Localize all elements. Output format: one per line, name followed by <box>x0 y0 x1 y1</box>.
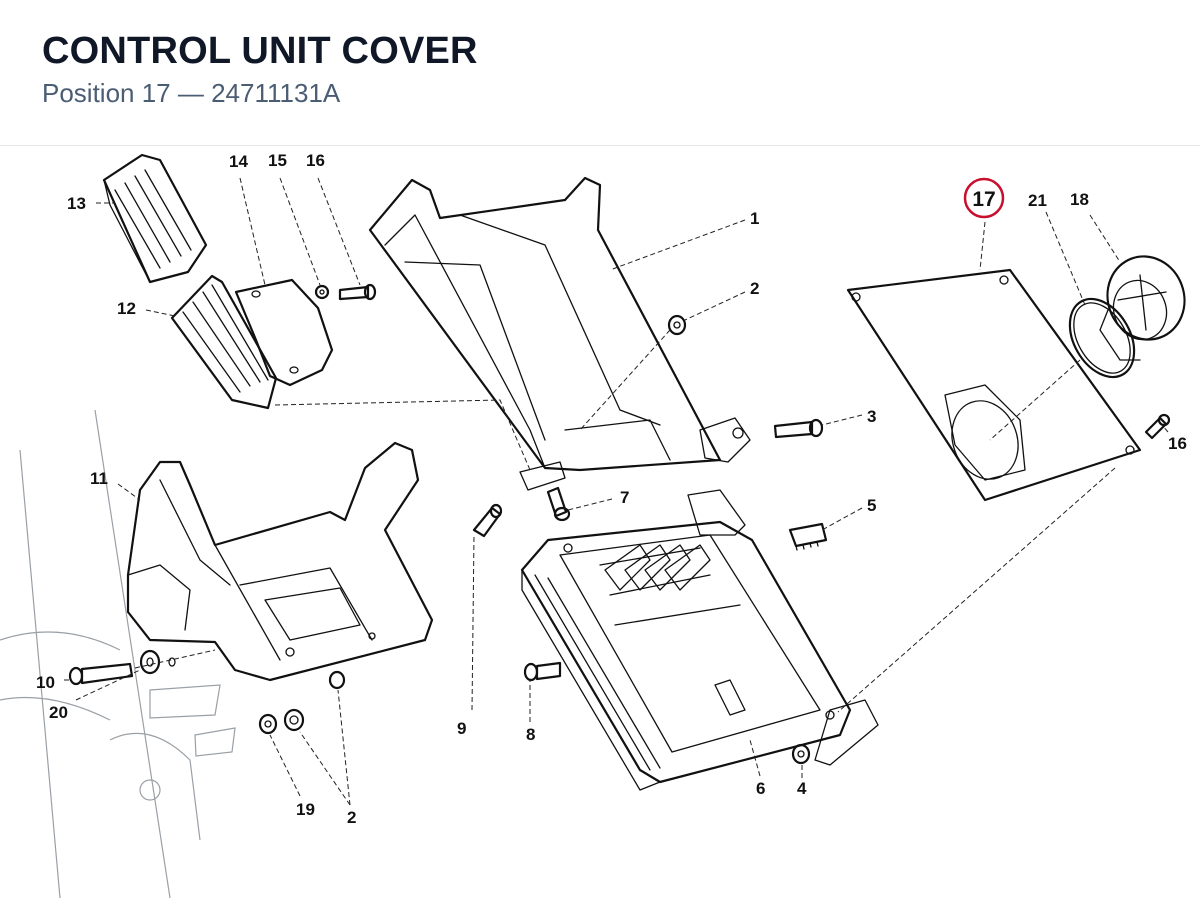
page-title: CONTROL UNIT COVER <box>42 30 478 72</box>
leader-lines <box>64 177 1169 806</box>
callout-9: 9 <box>457 719 466 738</box>
part-11-lower-bracket[interactable] <box>126 441 434 682</box>
part-18-cap[interactable] <box>1096 246 1196 361</box>
background-outline <box>0 409 236 898</box>
part-2-nut-bottom[interactable] <box>283 670 346 732</box>
part-2-nut-top[interactable] <box>667 314 687 336</box>
part-5-chip[interactable] <box>788 522 828 551</box>
part-12-finned-cover[interactable] <box>170 274 278 410</box>
part-19-washer[interactable] <box>258 713 278 735</box>
callout-2-top: 2 <box>750 279 759 298</box>
callout-12: 12 <box>117 299 136 318</box>
part-17-control-unit-cover[interactable] <box>846 268 1142 502</box>
page-subtitle: Position 17 — 24711131A <box>42 78 341 108</box>
part-1-main-frame[interactable] <box>368 176 751 491</box>
callout-18: 18 <box>1070 190 1089 209</box>
callout-10: 10 <box>36 673 55 692</box>
callout-3: 3 <box>867 407 876 426</box>
callout-15: 15 <box>268 151 287 170</box>
callout-labels: 13 12 14 15 16 1 2 3 7 5 11 10 20 9 8 6 … <box>36 151 1187 827</box>
callout-8: 8 <box>526 725 535 744</box>
callout-14: 14 <box>229 152 248 171</box>
callout-20: 20 <box>49 703 68 722</box>
callout-1: 1 <box>750 209 759 228</box>
part-4-nut[interactable] <box>791 743 811 765</box>
part-20-washer-left[interactable] <box>139 649 176 675</box>
part-16-screw-right[interactable] <box>1144 413 1171 440</box>
callout-19: 19 <box>296 800 315 819</box>
callout-5: 5 <box>867 496 876 515</box>
callout-4: 4 <box>797 779 807 798</box>
callout-11: 11 <box>90 469 108 488</box>
callout-16-top: 16 <box>306 151 325 170</box>
part-15-washer[interactable] <box>314 284 330 300</box>
callout-7: 7 <box>620 488 629 507</box>
part-21-o-ring[interactable] <box>1057 288 1147 389</box>
highlight-ring <box>963 177 1005 219</box>
callout-2-bottom: 2 <box>347 808 356 827</box>
part-7-screw[interactable] <box>546 486 571 522</box>
part-13-finned-cap[interactable] <box>102 153 208 284</box>
callout-16-right: 16 <box>1168 434 1187 453</box>
callout-17: 17 <box>972 188 995 211</box>
part-9-sensor[interactable] <box>472 503 503 538</box>
callout-13: 13 <box>67 194 86 213</box>
part-14-bracket-plate[interactable] <box>234 278 334 387</box>
part-16-screw-top[interactable] <box>338 283 377 301</box>
callout-6: 6 <box>756 779 765 798</box>
part-6-control-unit-housing[interactable] <box>520 489 879 791</box>
highlight-callout-17[interactable]: 17 <box>963 177 1005 219</box>
callout-21: 21 <box>1028 191 1047 210</box>
header: CONTROL UNIT COVER Position 17 — 2471113… <box>0 0 1200 146</box>
part-10-screw-left[interactable] <box>68 662 134 686</box>
part-8-screw[interactable] <box>523 661 562 682</box>
part-3-screw[interactable] <box>773 418 824 439</box>
